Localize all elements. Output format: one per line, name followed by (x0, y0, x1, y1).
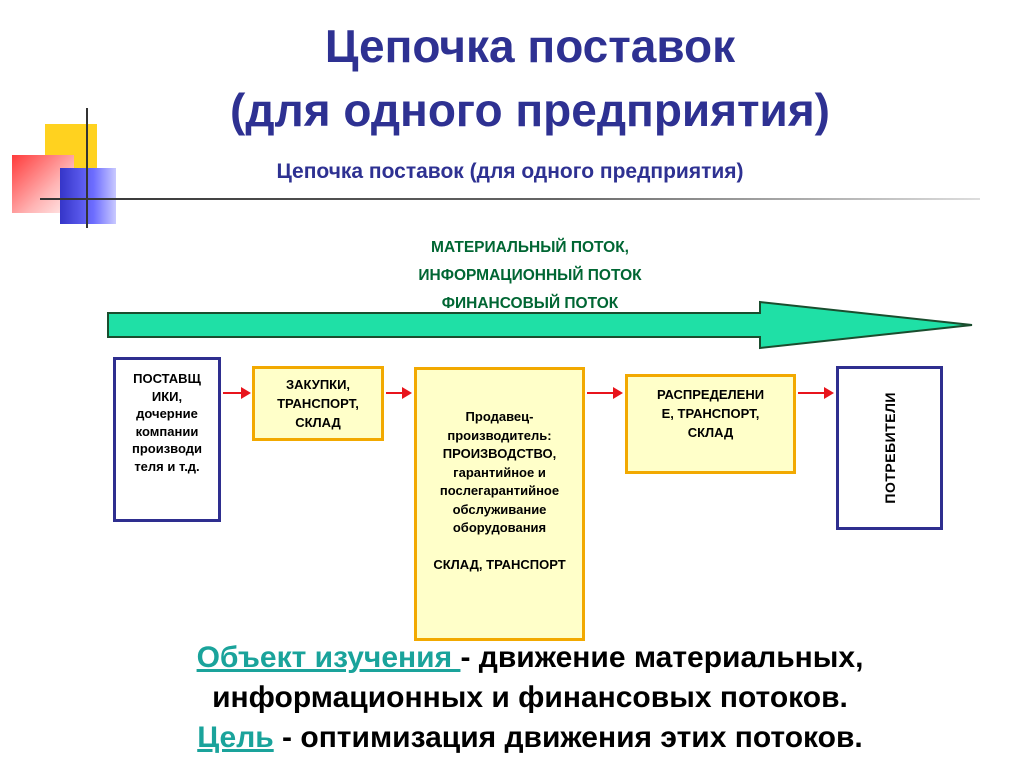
manufacturer-box: Продавец- производитель: ПРОИЗВОДСТВО, г… (414, 367, 585, 641)
distribution-line: СКЛАД (687, 425, 734, 440)
suppliers-line: ПОСТАВЩ (133, 371, 201, 386)
decoration-vertical-line (86, 108, 88, 228)
bottom-statement: Объект изучения - движение материальных,… (90, 638, 970, 758)
connector-line (587, 392, 615, 394)
suppliers-line: производи (131, 441, 203, 456)
suppliers-line: компании (135, 423, 199, 439)
flow-label-financial: ФИНАНСОВЫЙ ПОТОК (441, 295, 619, 312)
connector-arrowhead (402, 387, 412, 399)
procurement-box: ЗАКУПКИ, ТРАНСПОРТ, СКЛАД (252, 366, 384, 441)
flow-arrow (107, 300, 973, 350)
manufacturer-line: обслуживание (452, 501, 547, 517)
manufacturer-line: гарантийное и (453, 464, 546, 480)
flow-labels: МАТЕРИАЛЬНЫЙ ПОТОК, ИНФОРМАЦИОННЫЙ ПОТОК… (300, 234, 760, 318)
page-title: Цепочка поставок (для одного предприятия… (150, 14, 910, 142)
suppliers-line: ИКИ, (151, 388, 183, 404)
procurement-line: ЗАКУПКИ, (285, 377, 351, 392)
procurement-line: СКЛАД (295, 415, 341, 430)
distribution-line: Е, ТРАНСПОРТ, (661, 406, 760, 421)
consumers-box: ПОТРЕБИТЕЛИ (836, 366, 943, 530)
consumers-label: ПОТРЕБИТЕЛИ (881, 392, 898, 504)
statement-text: - оптимизация движения этих потоков. (273, 721, 863, 754)
statement-line-2: информационных и финансовых потоков. (212, 681, 848, 714)
manufacturer-line: Продавец- (465, 409, 534, 424)
procurement-line: ТРАНСПОРТ, (277, 396, 359, 411)
suppliers-line: дочерние (136, 406, 198, 421)
statement-text: - движение материальных, (460, 641, 864, 674)
statement-line-1: Объект изучения - движение материальных, (90, 638, 970, 678)
connector-arrowhead (241, 387, 251, 399)
manufacturer-line: послегарантийное (439, 483, 560, 498)
manufacturer-line: ПРОИЗВОДСТВО, (442, 446, 557, 461)
manufacturer-line: производитель: (447, 427, 552, 443)
title-line-1: Цепочка поставок (324, 20, 736, 72)
connector-line (386, 392, 404, 394)
connector-line (223, 392, 243, 394)
suppliers-line: теля и т.д. (134, 458, 200, 474)
manufacturer-line: СКЛАД, ТРАНСПОРТ (433, 556, 566, 572)
statement-line-3: Цель - оптимизация движения этих потоков… (90, 718, 970, 758)
distribution-box: РАСПРЕДЕЛЕНИ Е, ТРАНСПОРТ, СКЛАД (625, 374, 796, 474)
connector-line (798, 392, 826, 394)
suppliers-box: ПОСТАВЩ ИКИ, дочерние компании производи… (113, 357, 221, 522)
goal-link[interactable]: Цель (197, 721, 274, 754)
flow-label-information: ИНФОРМАЦИОННЫЙ ПОТОК (418, 267, 642, 284)
decoration-blue-square (60, 168, 116, 224)
connector-arrowhead (824, 387, 834, 399)
manufacturer-line: оборудования (452, 520, 547, 535)
object-of-study-link[interactable]: Объект изучения (196, 641, 461, 674)
title-line-2: (для одного предприятия) (230, 84, 830, 136)
flow-label-material: МАТЕРИАЛЬНЫЙ ПОТОК, (431, 239, 629, 256)
connector-arrowhead (613, 387, 623, 399)
decoration-horizontal-line (40, 198, 980, 200)
distribution-line: РАСПРЕДЕЛЕНИ (656, 387, 765, 402)
subtitle: Цепочка поставок (для одного предприятия… (276, 160, 744, 183)
